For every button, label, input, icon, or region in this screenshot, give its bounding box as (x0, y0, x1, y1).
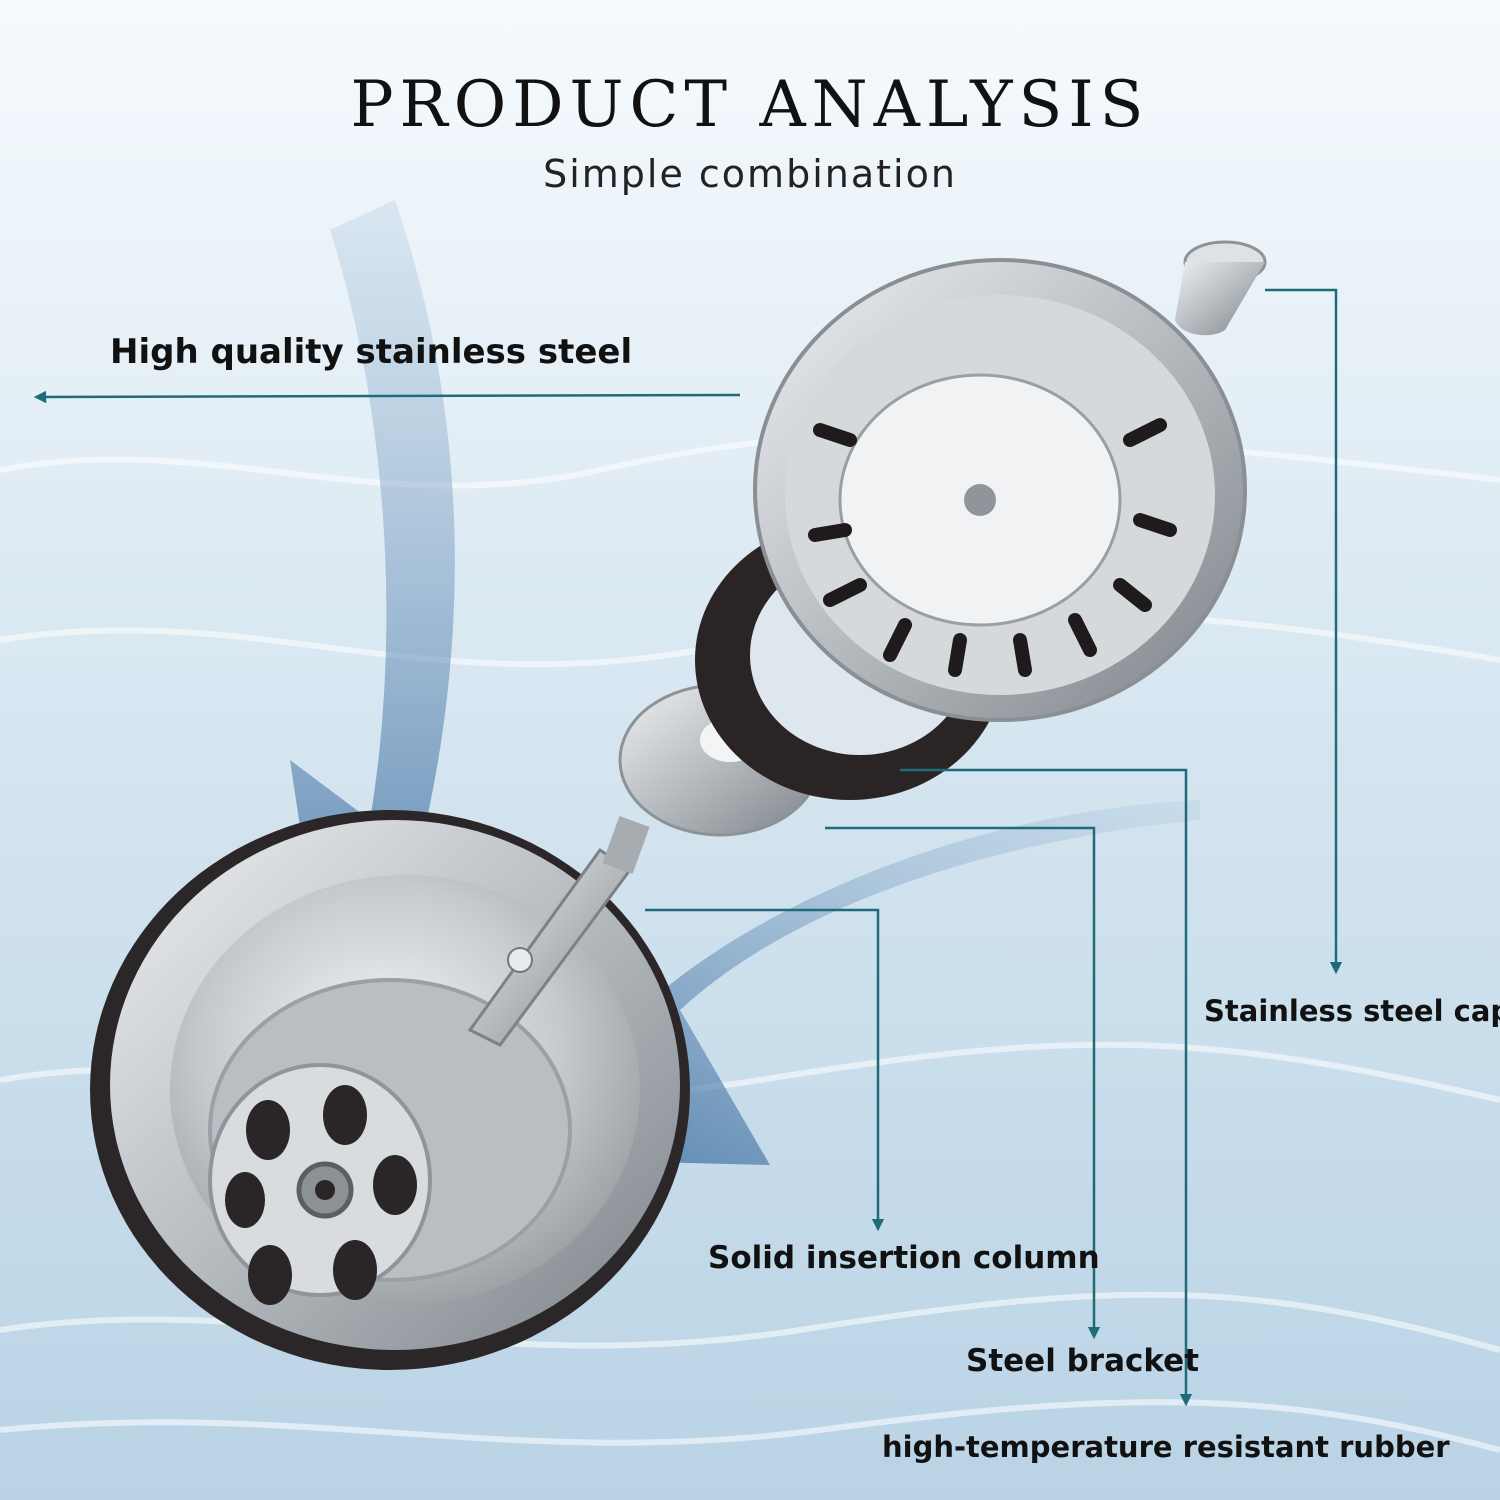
label-rubber: high-temperature resistant rubber (882, 1430, 1450, 1464)
label-stainless-steel: High quality stainless steel (110, 332, 633, 372)
insertion-column (467, 816, 650, 1047)
steel-cap (1175, 240, 1267, 336)
label-steel-cap: Stainless steel cap (1204, 994, 1500, 1028)
drain-grate-slots (225, 1085, 417, 1305)
page-subtitle: Simple combination (543, 152, 957, 196)
label-insertion-column: Solid insertion column (708, 1240, 1100, 1276)
strainer-basket (753, 258, 1247, 722)
flow-arrow-top (290, 200, 510, 960)
page-title: PRODUCT ANALYSIS (350, 68, 1150, 142)
leader-lines (33, 288, 1343, 1407)
label-steel-bracket: Steel bracket (966, 1343, 1200, 1379)
